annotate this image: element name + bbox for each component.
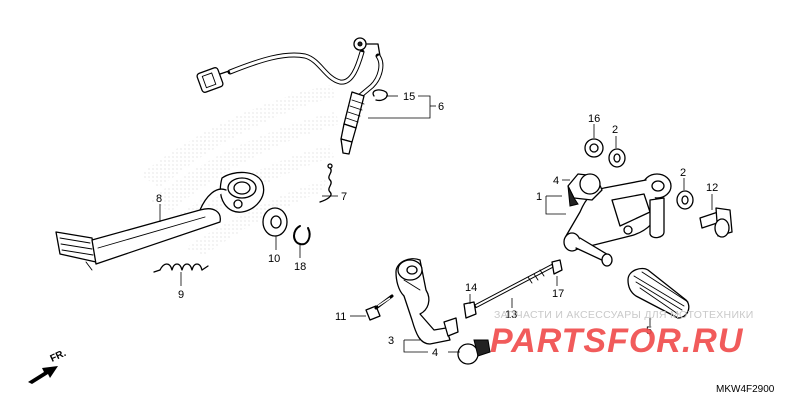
bolt-11	[365, 294, 394, 321]
callout-labels: 15 6 7 8 9 10 18 16 2 2 12 4 1 14 17 13 …	[156, 91, 718, 359]
tie-rod-13	[474, 264, 554, 308]
callout-4-upper: 4	[553, 175, 559, 187]
washer-2-upper	[608, 148, 626, 168]
callout-7: 7	[341, 191, 347, 203]
callout-17: 17	[552, 288, 564, 300]
callout-2-right: 2	[680, 167, 686, 179]
callout-3: 3	[388, 335, 394, 347]
callout-18: 18	[294, 261, 306, 273]
callout-13: 13	[505, 309, 517, 321]
washer-15	[584, 138, 604, 158]
callout-10: 10	[268, 253, 280, 265]
diagram-code: MKW4F2900	[716, 384, 775, 395]
pedal-spring-9	[153, 263, 209, 273]
callout-14: 14	[465, 282, 477, 294]
brake-switch-assembly	[196, 37, 388, 155]
nut-14	[463, 301, 477, 319]
ball-joint-lower	[457, 339, 491, 365]
callout-2-upper: 2	[612, 124, 618, 136]
ball-joint-upper	[567, 173, 603, 207]
callout-6: 6	[438, 101, 444, 113]
bolt-12	[699, 207, 733, 238]
callout-11: 11	[335, 311, 346, 323]
direction-label: FR.	[49, 348, 68, 365]
callout-8: 8	[156, 193, 162, 205]
callout-4-lower: 4	[432, 347, 438, 359]
brake-pedal	[55, 171, 265, 271]
site-watermark: ЗАПЧАСТИ И АКСЕССУАРЫ ДЛЯ МОТОТЕХНИКИ PA…	[490, 309, 754, 360]
callout-12: 12	[706, 182, 718, 194]
callout-9: 9	[178, 289, 184, 301]
return-spring-7	[319, 163, 333, 203]
washer-2-right	[676, 190, 694, 210]
watermark-tagline: ЗАПЧАСТИ И АКСЕССУАРЫ ДЛЯ МОТОТЕХНИКИ	[494, 309, 754, 321]
washer-10	[262, 207, 288, 237]
watermark-brand: PARTSFOR.RU	[490, 322, 744, 360]
callout-5: 5	[646, 325, 652, 337]
shift-arm-3	[395, 258, 459, 345]
callout-1: 1	[536, 191, 542, 203]
shift-rubber-5	[627, 267, 690, 319]
callout-16: 15	[403, 91, 415, 103]
nut-17	[551, 259, 563, 275]
callout-15: 16	[588, 113, 600, 125]
circlip-18	[293, 225, 311, 246]
front-direction-marker: FR.	[28, 348, 68, 384]
front-arrow-icon	[28, 366, 58, 384]
leader-lines	[159, 95, 713, 353]
